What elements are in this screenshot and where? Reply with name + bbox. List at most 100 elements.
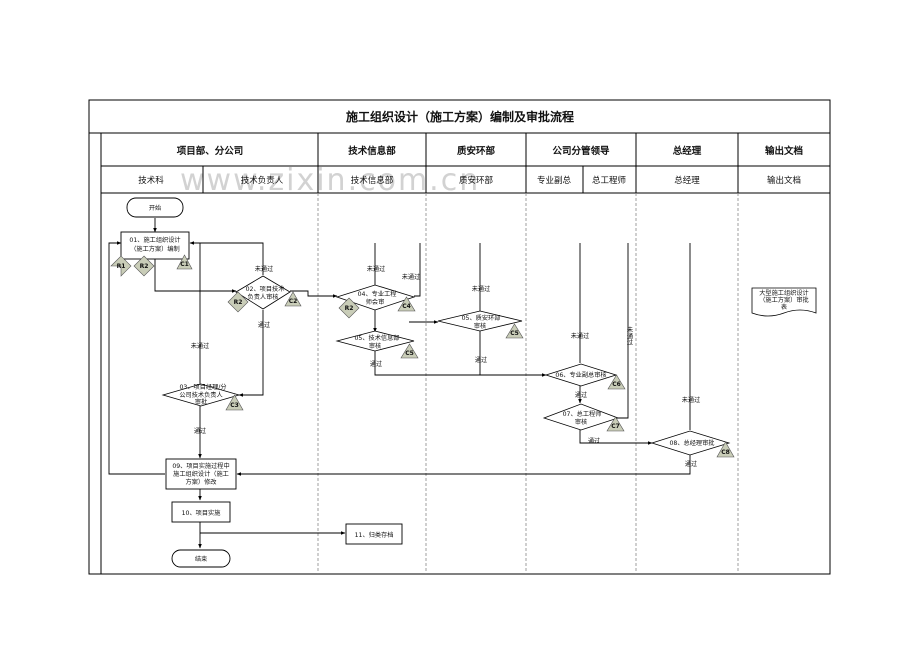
edge-fail-03: 未通过 (191, 342, 210, 350)
edge-pass-03: 通过 (194, 427, 206, 435)
step-09-line2: 施工组织设计（施工 (173, 470, 229, 478)
edge-fail-04: 未通过 (367, 265, 386, 273)
step-05q-line2: 审核 (474, 322, 486, 330)
connectors (108, 218, 691, 549)
start-label: 开始 (149, 204, 161, 212)
sublane-gm: 总经理 (674, 175, 700, 186)
badge-r1-shape (110, 255, 132, 277)
step-02-decision (235, 275, 291, 310)
step-09-line1: 09、项目实施过程中 (172, 462, 229, 470)
edge-pass-05: 通过 (370, 360, 382, 368)
output-document-shape (751, 287, 817, 317)
sublane-tech-lead: 技术负责人 (241, 175, 284, 186)
badge-c4: C4 (402, 303, 411, 310)
badge-c4-shape (397, 296, 416, 312)
sublane-deputy: 专业副总 (537, 175, 572, 186)
badge-c5a: C5 (405, 350, 414, 357)
edge-fail-06: 未通过 (571, 332, 590, 340)
step-01-line2: （施工方案）编制 (130, 245, 180, 253)
watermark: www.zixin.com.cn (180, 163, 480, 198)
output-document-line2: （施工方案）审批 (759, 296, 809, 304)
step-02-line2: 负责人审核 (248, 293, 279, 301)
start-terminator (126, 197, 184, 218)
lane-header-tech-info: 技术信息部 (348, 145, 396, 157)
badge-r2a: R2 (140, 263, 149, 270)
step-03-line2: 公司技术负责人 (179, 391, 222, 399)
sublane-tech-info: 技术信息部 (351, 175, 394, 186)
sublane-safety: 质安环部 (459, 175, 494, 186)
edge-fail-05q: 未通过 (472, 285, 491, 293)
step-06-decision (544, 363, 618, 387)
role-badges (110, 254, 735, 458)
table-frame (88, 99, 831, 575)
step-04-line2: 师会审 (366, 298, 385, 306)
sublane-chief-engineer: 总工程师 (592, 175, 627, 186)
badge-c5b-shape (505, 323, 524, 339)
output-document-line3: 表 (781, 303, 787, 311)
end-terminator (171, 549, 231, 568)
step-01-line1: 01、施工组织设计 (129, 236, 180, 244)
step-01-box (120, 231, 190, 260)
edge-fail-05: 未通过 (402, 273, 421, 281)
output-document-line1: 大型施工组织设计 (759, 289, 809, 297)
edge-fail-08: 未通过 (682, 396, 701, 404)
edge-fail-02: 未通过 (255, 265, 274, 273)
step-04-line1: 04、专业工程 (358, 290, 397, 298)
step-04-decision (335, 284, 416, 311)
step-06-label: 06、专业副总审核 (555, 371, 606, 379)
badge-c8: C8 (721, 449, 730, 456)
badge-c7: C7 (611, 423, 620, 430)
badge-c6: C6 (612, 381, 621, 388)
step-05q-decision (437, 310, 523, 332)
badge-c2-shape (284, 291, 302, 307)
badge-c6-shape (607, 374, 626, 390)
badge-r2c: R2 (345, 305, 354, 312)
badge-r1: R1 (117, 263, 126, 270)
lane-header-safety: 质安环部 (457, 145, 496, 157)
lane-header-leaders: 公司分管领导 (552, 145, 610, 157)
edge-pass-06: 通过 (575, 391, 587, 399)
step-11-label: 11、归类存档 (355, 531, 394, 539)
badge-c5a-shape (400, 343, 419, 359)
badge-c1-shape (176, 254, 193, 270)
step-09-box (165, 458, 237, 490)
step-08-label: 08、总经理审批 (670, 439, 715, 447)
step-05q-line1: 05、质安环部 (462, 314, 501, 322)
step-09-line3: 方案）修改 (186, 478, 217, 486)
badge-c5b: C5 (510, 330, 519, 337)
edge-pass-05q: 通过 (475, 356, 487, 364)
step-02-line1: 02、项目技术 (246, 285, 285, 293)
step-07-line2: 审核 (575, 418, 587, 426)
badge-c3: C3 (230, 402, 239, 409)
step-05-decision (335, 330, 415, 352)
badge-c8-shape (716, 441, 735, 458)
step-11-box (345, 523, 403, 545)
step-03-line3: 审批 (195, 398, 207, 406)
badge-c2: C2 (289, 298, 298, 305)
edge-fail-07: 未通过 (626, 326, 633, 346)
step-03-decision (161, 383, 241, 407)
step-05-line2: 审核 (369, 342, 381, 350)
step-08-decision (650, 430, 731, 456)
lane-header-output: 输出文档 (765, 145, 804, 157)
sublane-tech-section: 技术科 (138, 175, 164, 186)
lane-header-gm: 总经理 (673, 145, 702, 157)
badge-r2a-shape (133, 255, 155, 277)
badge-r2b-shape (227, 291, 249, 313)
edge-pass-08: 通过 (685, 460, 697, 468)
badge-r2b: R2 (234, 299, 243, 306)
step-07-line1: 07、总工程师 (563, 410, 602, 418)
step-03-line1: 03、项目经理/分 (179, 383, 226, 391)
page-title: 施工组织设计（施工方案）编制及审批流程 (346, 109, 574, 124)
lane-separators (317, 193, 739, 574)
edge-pass-02: 通过 (258, 321, 270, 329)
step-07-decision (542, 403, 620, 431)
step-10-box (171, 501, 231, 523)
step-10-label: 10、项目实施 (182, 509, 221, 517)
badge-r2c-shape (338, 297, 360, 319)
lane-header-project: 项目部、分公司 (177, 145, 244, 157)
badge-c1: C1 (180, 261, 189, 268)
edge-pass-07: 通过 (588, 437, 600, 445)
step-05-line1: 05、技术信息部 (355, 334, 400, 342)
